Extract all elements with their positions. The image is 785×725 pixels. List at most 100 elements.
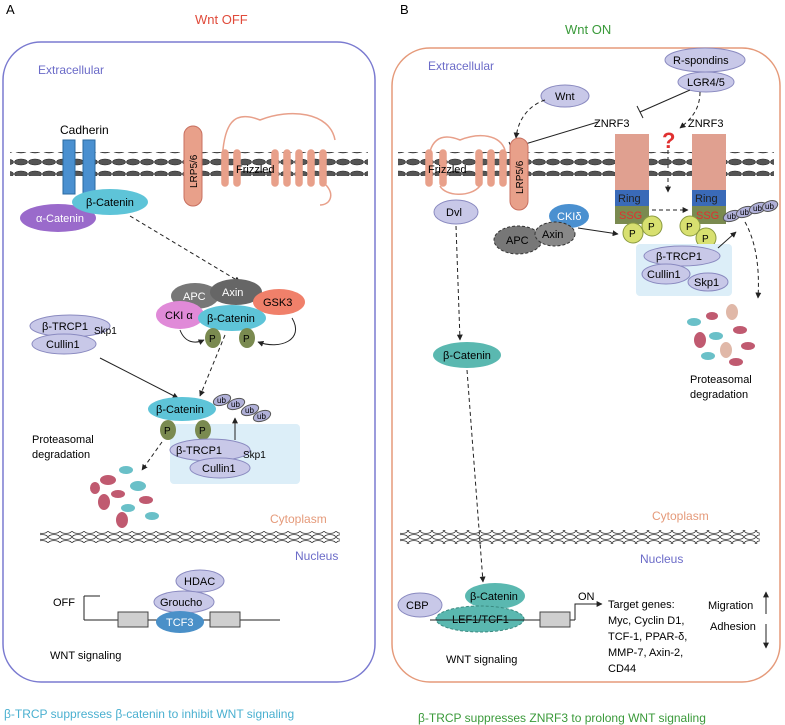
alpha-catenin-shape (20, 204, 96, 232)
frizzled-b-shape (425, 134, 507, 195)
nucleus-a-label: Nucleus (295, 549, 338, 563)
panel-a-header: Wnt OFF (195, 12, 248, 27)
alpha-catenin-label: α-Catenin (36, 213, 84, 225)
tcf3-label: TCF3 (166, 617, 194, 629)
cki-alpha-shape (156, 301, 204, 329)
ub-b4: ub (765, 202, 774, 211)
phospho-b1-label: P (629, 229, 636, 240)
panel-a: A Wnt OFF Extracellular Cadherin α-Caten… (2, 2, 376, 721)
apc-b-label: APC (506, 235, 529, 247)
ring-right-label: Ring (695, 193, 718, 205)
ssg-right-label: SSG (696, 210, 719, 222)
ssg-right-shape (692, 206, 726, 224)
ub-b3: ub (753, 204, 762, 213)
ckid-arrow-to-znrf3 (577, 227, 619, 237)
target-genes-line-4: CD44 (608, 663, 636, 675)
wnt-arrow-to-receptor (513, 99, 546, 139)
phospho-b3 (679, 215, 701, 237)
groucho-label: Groucho (160, 597, 202, 609)
dvl-arrow-to-catenin (455, 225, 463, 341)
phospho-a2 (239, 328, 255, 348)
target-genes-line-1: Myc, Cyclin D1, (608, 615, 684, 627)
beta-catenin-membrane-shape (72, 189, 148, 215)
znrf3-right-shape (692, 134, 726, 190)
skp1-a-label: Skp1 (94, 326, 117, 337)
ub-b2: ub (740, 208, 749, 217)
znrf3-right-label: ZNRF3 (688, 118, 723, 130)
nucleus-b-label: Nucleus (640, 552, 683, 566)
wnt-ligand-shape (540, 84, 590, 108)
target-genes-line-3: MMP-7, Axin-2, (608, 647, 683, 659)
cytoplasm-a-label: Cytoplasm (270, 512, 327, 526)
arrow-to-degradation-a (141, 441, 163, 471)
dna-box-a2 (209, 611, 241, 628)
proteasomal-b-label: Proteasomal (690, 374, 752, 386)
btrcp-a2-label: β-TRCP1 (176, 445, 222, 457)
axin-b-shape (534, 221, 576, 247)
cadherin-right (82, 139, 96, 195)
gsk3-label: GSK3 (263, 297, 292, 309)
beta-catenin-complex-label: β-Catenin (207, 313, 255, 325)
target-genes-title: Target genes: (608, 599, 675, 611)
gsk3-shape (253, 289, 305, 315)
phospho-a1 (205, 328, 221, 348)
panel-b: B Wnt ON Extracellular R-spondins LGR4/5… (391, 2, 781, 725)
cullin1-a-label: Cullin1 (46, 339, 80, 351)
caption-b: β-TRCP suppresses ZNRF3 to prolong WNT s… (418, 711, 706, 725)
lrp-a-shape (183, 125, 203, 207)
axin-a-label: Axin (222, 287, 243, 299)
lrp-b-shape (509, 137, 529, 211)
arrow-ub-to-degradation-b (744, 221, 762, 299)
lrp-b-label: LRP5/6 (515, 160, 526, 194)
phospho-a1-label: P (209, 334, 216, 345)
phospho-a2-label: P (243, 334, 250, 345)
axin-b-label: Axin (542, 229, 563, 241)
dvl-label: Dvl (446, 207, 462, 219)
target-genes-line-2: TCF-1, PPAR-δ, (608, 631, 687, 643)
off-label: OFF (53, 597, 75, 609)
question-mark: ? (662, 128, 675, 153)
beta-catenin-ub-shape (148, 397, 216, 421)
cytoplasm-b-label: Cytoplasm (652, 509, 709, 523)
cullin1-b-shape (641, 263, 691, 285)
cki-alpha-label: CKI α (165, 310, 193, 322)
wnt-signaling-a-label: WNT signaling (50, 650, 121, 662)
lgr-shape (677, 71, 735, 93)
lgr-inhibit-znrf3 (639, 89, 691, 113)
znrf3-left-label: ZNRF3 (594, 118, 629, 130)
panel-b-extracellular-label: Extracellular (428, 59, 494, 73)
panel-b-letter: B (400, 2, 409, 17)
beta-catenin-b-shape (433, 342, 501, 368)
cullin1-a2-label: Cullin1 (202, 463, 236, 475)
degradation-b-label: degradation (690, 389, 748, 401)
ring-right-shape (692, 190, 726, 206)
degradation-fragments-b (687, 304, 755, 366)
wnt-signaling-b-label: WNT signaling (446, 654, 517, 666)
dna-box-b (539, 611, 571, 628)
arrow-catenin-to-complex (129, 215, 241, 283)
frizzled-b-label: Frizzled (428, 164, 467, 176)
ub-a3: ub (245, 406, 254, 415)
btrcp-b-label: β-TRCP1 (656, 251, 702, 263)
frizzled-a-label: Frizzled (236, 164, 275, 176)
cadherin-label: Cadherin (60, 123, 109, 137)
on-label: ON (578, 591, 595, 603)
lgr-arrow-down (679, 91, 701, 129)
nuclear-membrane-a (40, 531, 340, 543)
skp1-a2-label: Skp1 (243, 450, 266, 461)
cki-phospho-arrow (179, 329, 205, 345)
panel-b-header: Wnt ON (565, 22, 611, 37)
ssg-left-label: SSG (619, 210, 642, 222)
ring-left-label: Ring (618, 193, 641, 205)
skp1-b-label: Skp1 (694, 277, 719, 289)
panel-a-letter: A (6, 2, 15, 17)
hdac-shape (175, 569, 225, 593)
phospho-b2 (641, 215, 663, 237)
cbp-label: CBP (406, 600, 429, 612)
arrow-btrcp-to-ub-b (717, 231, 737, 249)
dna-box-a1 (117, 611, 149, 628)
panel-a-cell (2, 41, 376, 683)
ssg-left-shape (615, 206, 649, 224)
phospho-b4-label: P (702, 234, 709, 245)
